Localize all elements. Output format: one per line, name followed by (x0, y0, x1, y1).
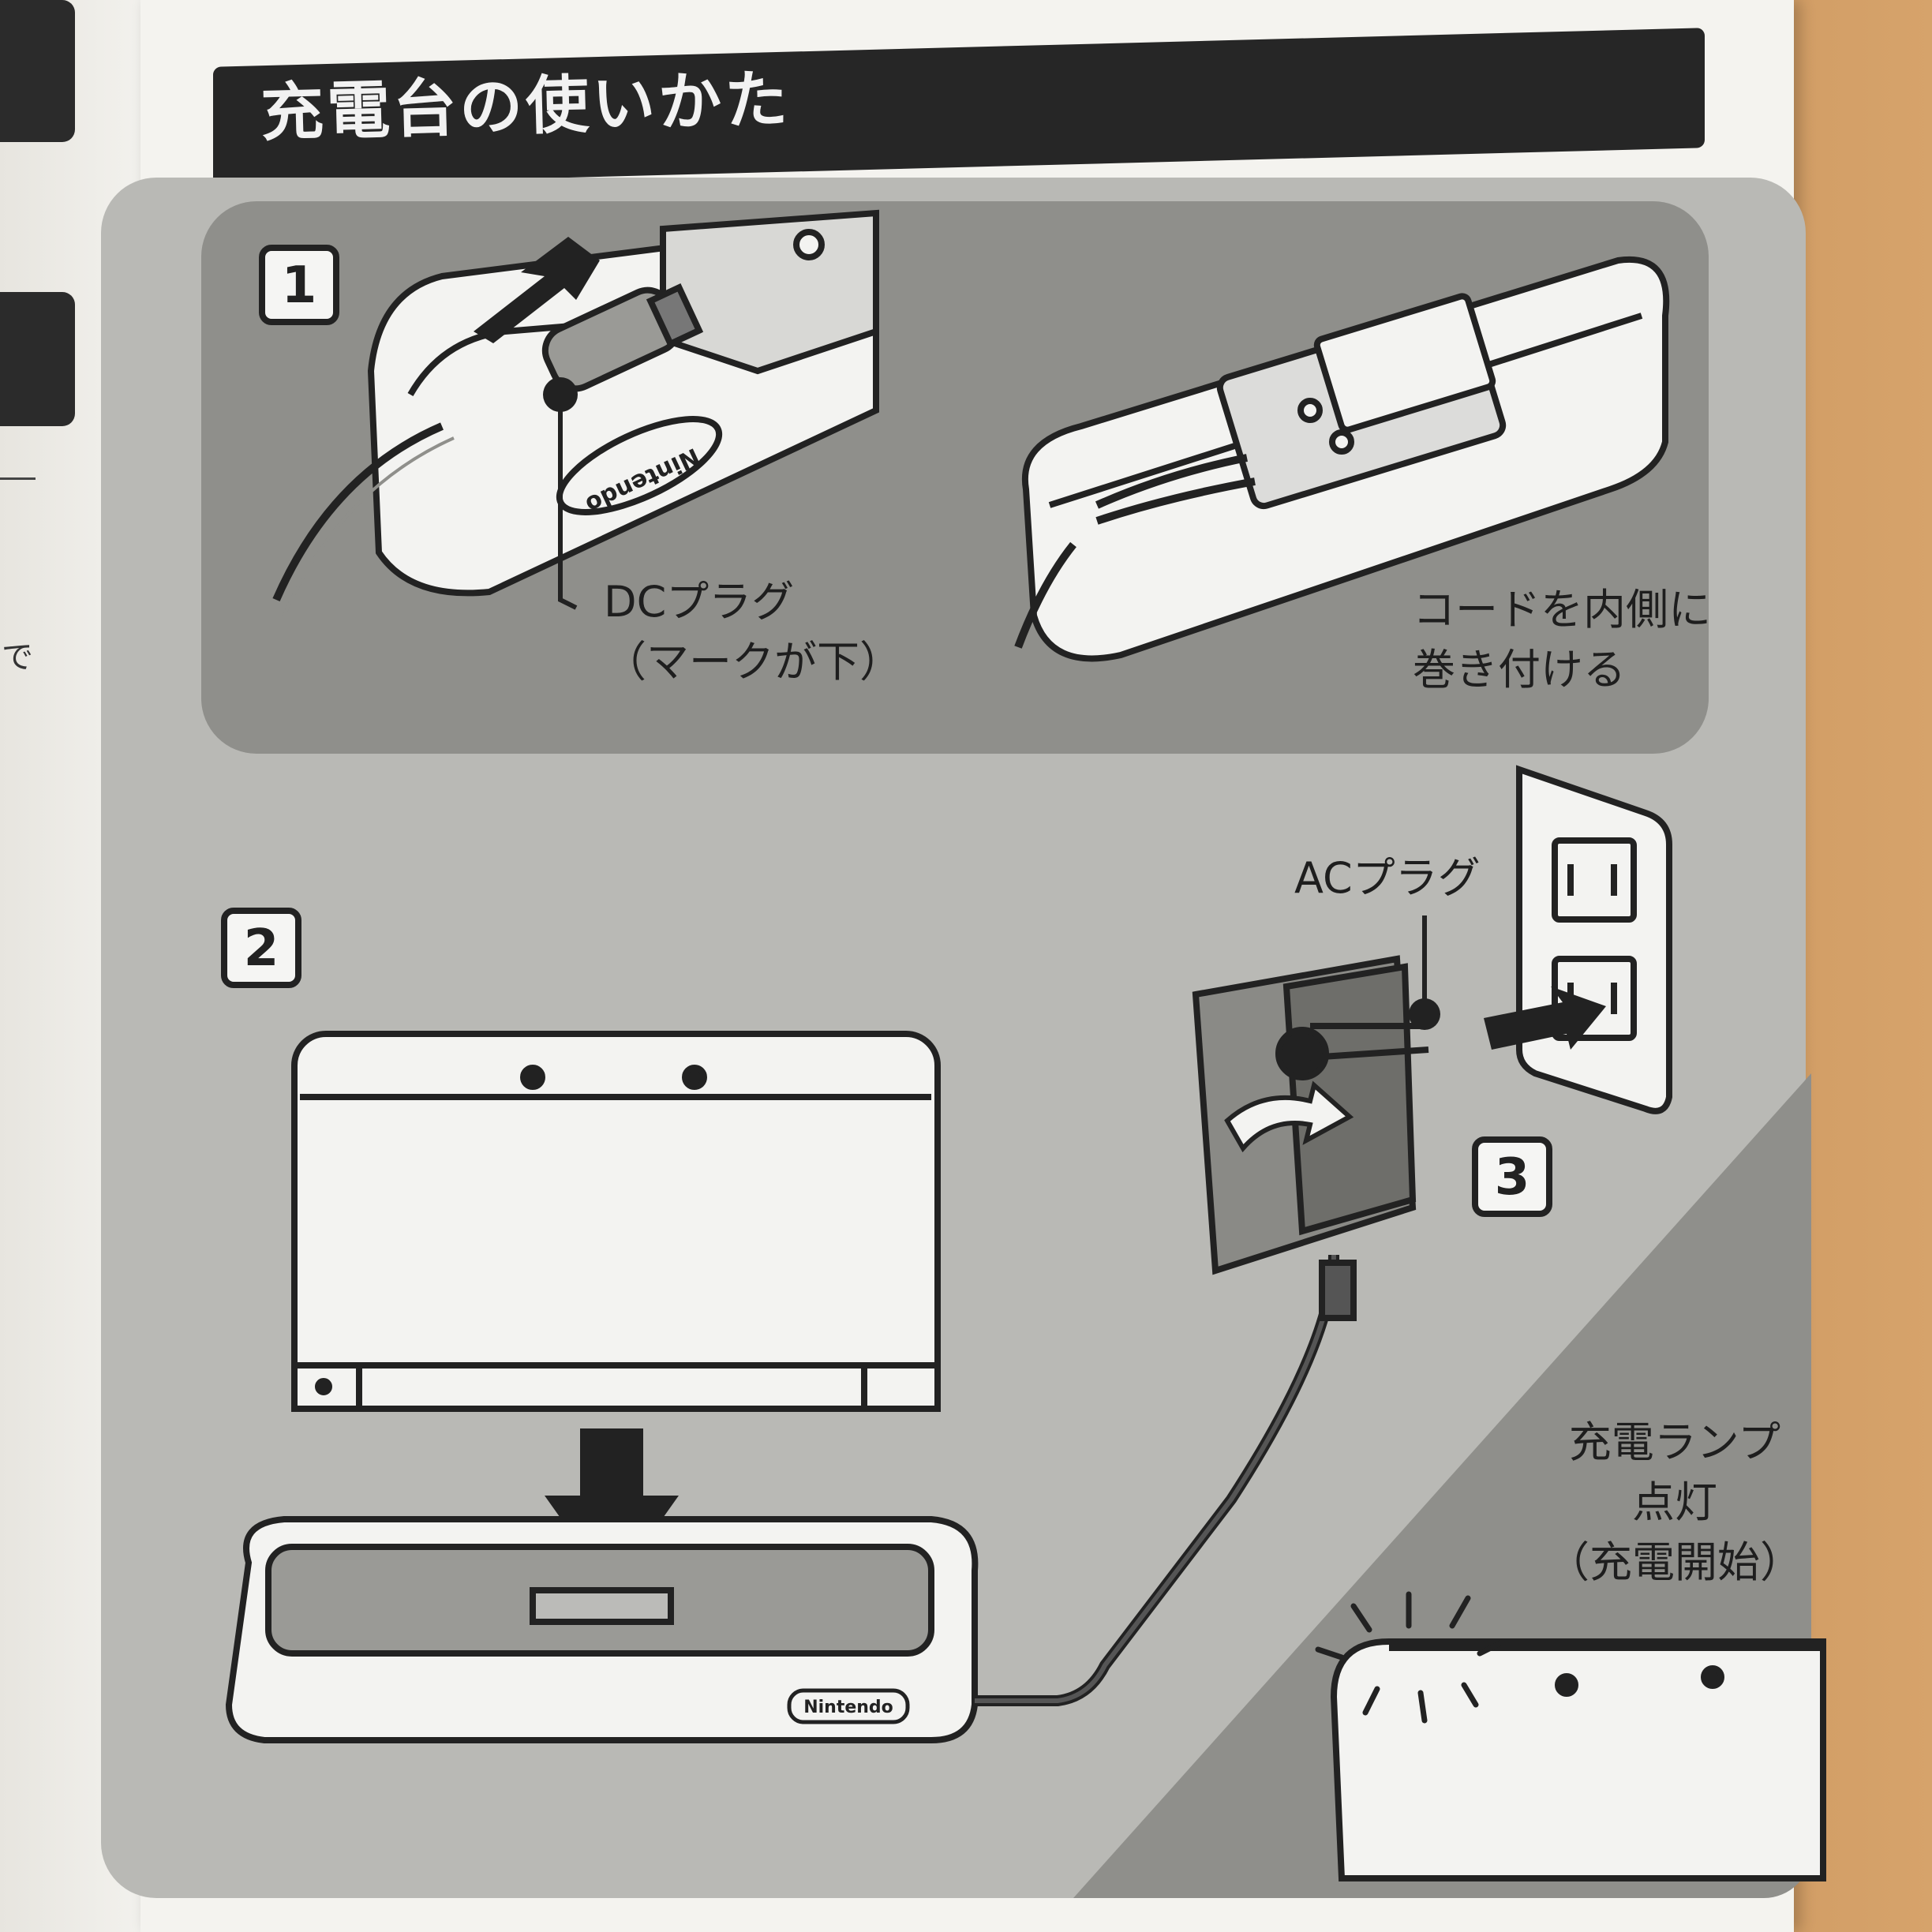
step3-console-top (1330, 1638, 1826, 1881)
previous-page-tab (0, 292, 75, 426)
arrow-down-icon (545, 1428, 679, 1590)
cradle-logo-text: Nintendo (803, 1698, 893, 1717)
ac-plug-label: ACプラグ (1294, 853, 1481, 903)
previous-page-rule (0, 477, 36, 480)
lamp-glow-icon (1315, 1591, 1507, 1724)
step-2-badge: 2 (221, 908, 301, 988)
dc-plug-note: （マークが下） (604, 637, 902, 687)
step-1-badge: 1 (259, 245, 339, 325)
power-cord (975, 1254, 1336, 1703)
power-cord (975, 1254, 1339, 1706)
cord-wrap-line2: 巻き付ける (1413, 645, 1626, 695)
lamp-line1: 充電ランプ (1568, 1417, 1781, 1467)
step1-cradle-closeup (272, 209, 879, 616)
ac-plug-pointer (1409, 915, 1440, 1030)
cord-wrap-caption: コードを内側に 巻き付ける (1413, 580, 1711, 700)
dc-plug-caption: DCプラグ （マークが下） (604, 572, 902, 692)
lamp-line3: （充電開始） (1547, 1537, 1803, 1587)
arrow-right-icon (474, 237, 600, 343)
previous-page-tab (0, 0, 75, 142)
cradle-logo-badge (787, 1688, 910, 1724)
dc-plug-label: DCプラグ (604, 577, 795, 627)
lamp-line2: 点灯 (1632, 1477, 1717, 1527)
step2-cradle (225, 1516, 979, 1743)
arrow-curved-icon (1224, 1080, 1354, 1153)
step1-cradle-cord (1014, 256, 1670, 662)
previous-page-text: で (2, 639, 33, 676)
lamp-caption: 充電ランプ 点灯 （充電開始） (1547, 1413, 1803, 1593)
dc-plug-pointer (543, 377, 578, 610)
wall-outlet (1516, 765, 1672, 1114)
step-3-badge: 3 (1472, 1136, 1552, 1217)
cord-wrap-line1: コードを内側に (1413, 585, 1711, 635)
step2-console (291, 1031, 941, 1412)
arrow-right-icon (1484, 987, 1606, 1050)
